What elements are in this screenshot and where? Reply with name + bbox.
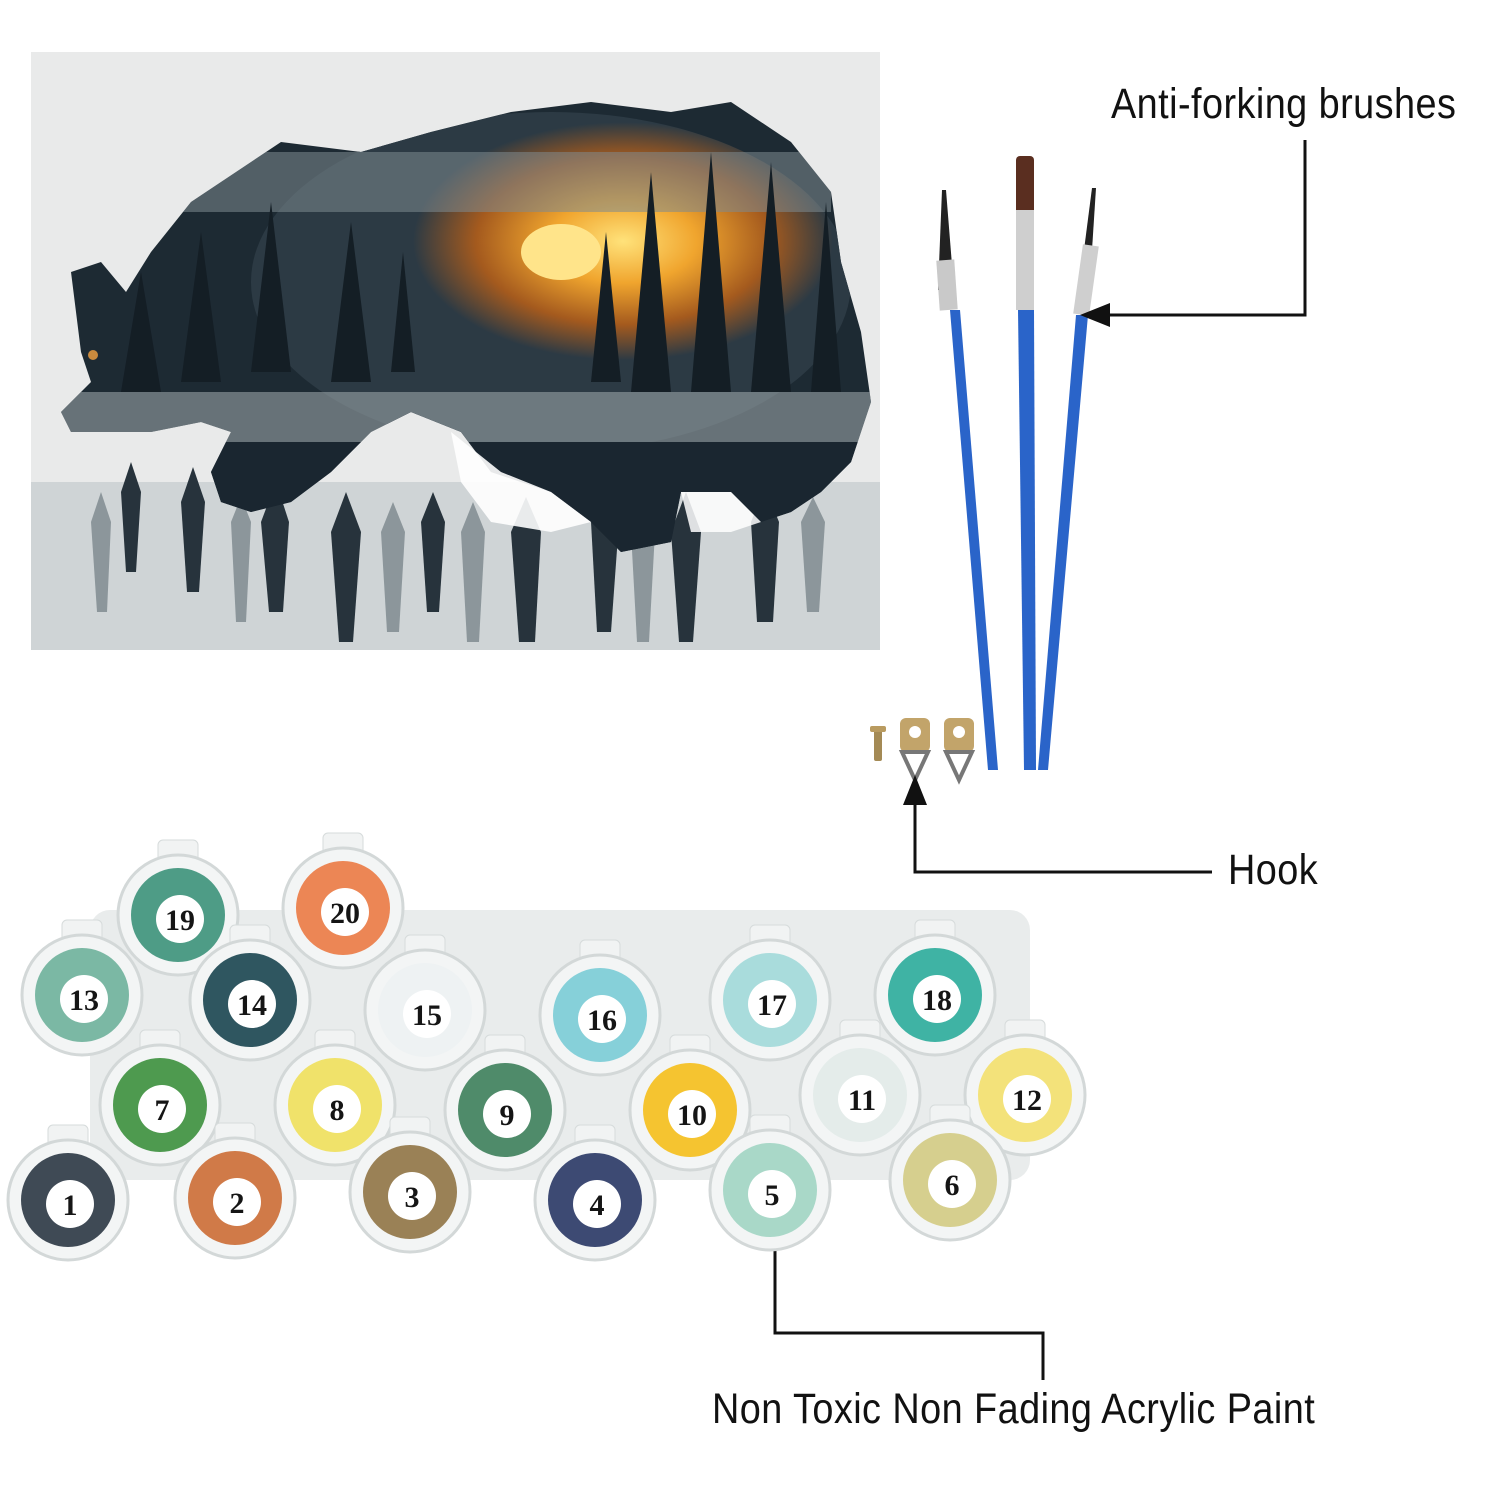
hook-icon [942,718,976,785]
pot-number: 4 [590,1189,605,1222]
pot-number: 12 [1012,1084,1042,1117]
pot-number-badge [928,1160,976,1208]
paint-pot-17: 17 [708,924,832,1062]
pot-number: 19 [165,904,195,937]
pot-number: 9 [500,1099,515,1132]
pot-number-badge [573,1180,621,1228]
paint-label: Non Toxic Non Fading Acrylic Paint [712,1385,1316,1433]
paint-pot-18: 18 [873,919,997,1057]
pot-number-badge [313,1085,361,1133]
pot-number: 18 [922,984,952,1017]
pot-number: 5 [765,1179,780,1212]
pot-number: 1 [63,1189,78,1222]
paint-pot-15: 15 [363,934,487,1072]
pot-number: 17 [757,989,787,1022]
pot-number-badge [748,1170,796,1218]
paint-pot-6: 6 [888,1104,1012,1242]
hook-icon [898,718,932,785]
paint-pot-14: 14 [188,924,312,1062]
pot-number-badge [748,980,796,1028]
paint-pot-13: 13 [20,919,144,1057]
paint-pot-3: 3 [348,1116,472,1254]
paint-pot-9: 9 [443,1034,567,1172]
pot-number-badge [1003,1075,1051,1123]
pot-number-badge [668,1090,716,1138]
pot-number-badge [138,1085,186,1133]
pot-number: 11 [848,1084,876,1117]
brushes-label: Anti-forking brushes [1111,80,1457,128]
pot-number: 15 [412,999,442,1032]
brush-right [1038,188,1099,770]
pot-number: 7 [155,1094,170,1127]
bear-forest-painting [31,102,880,650]
paint-pot-2: 2 [173,1122,297,1260]
pot-number-badge [403,990,451,1038]
pot-number-badge [483,1090,531,1138]
pot-number-badge [838,1075,886,1123]
brush-middle [1016,156,1036,770]
paint-pot-1: 1 [6,1124,130,1262]
pot-number-badge [46,1180,94,1228]
paint-pot-10: 10 [628,1034,752,1172]
pot-number: 20 [330,897,360,930]
paint-brushes [936,156,1099,770]
pot-number-badge [228,980,276,1028]
pot-number: 16 [587,1004,617,1037]
painting-canvas [31,52,880,650]
brush-left [936,190,998,770]
pot-number: 2 [230,1187,245,1220]
paint-pot-19: 19 [116,839,240,977]
pot-number: 13 [69,984,99,1017]
pot-number: 14 [237,989,267,1022]
pot-number: 3 [405,1181,420,1214]
paint-pot-5: 5 [708,1114,832,1252]
pot-number-badge [321,888,369,936]
paint-pot-12: 12 [963,1019,1087,1157]
paint-pot-8: 8 [273,1029,397,1167]
arrow-icon [1080,303,1110,327]
pot-number-badge [213,1178,261,1226]
screw-icon [870,726,886,761]
paint-pot-16: 16 [538,939,662,1077]
hook-label: Hook [1228,846,1319,894]
pot-number-badge [913,975,961,1023]
pot-number-badge [578,995,626,1043]
arrow-icon [903,775,927,805]
paint-pot-11: 11 [798,1019,922,1157]
paint-pot-7: 7 [98,1029,222,1167]
pot-number-badge [156,895,204,943]
hook-hardware [870,718,976,785]
pot-number-badge [60,975,108,1023]
pot-number: 8 [330,1094,345,1127]
paint-pot-20: 20 [281,832,405,970]
pot-number-badge [388,1172,436,1220]
pot-number: 6 [945,1169,960,1202]
paint-pot-4: 4 [533,1124,657,1262]
pot-number: 10 [677,1099,707,1132]
